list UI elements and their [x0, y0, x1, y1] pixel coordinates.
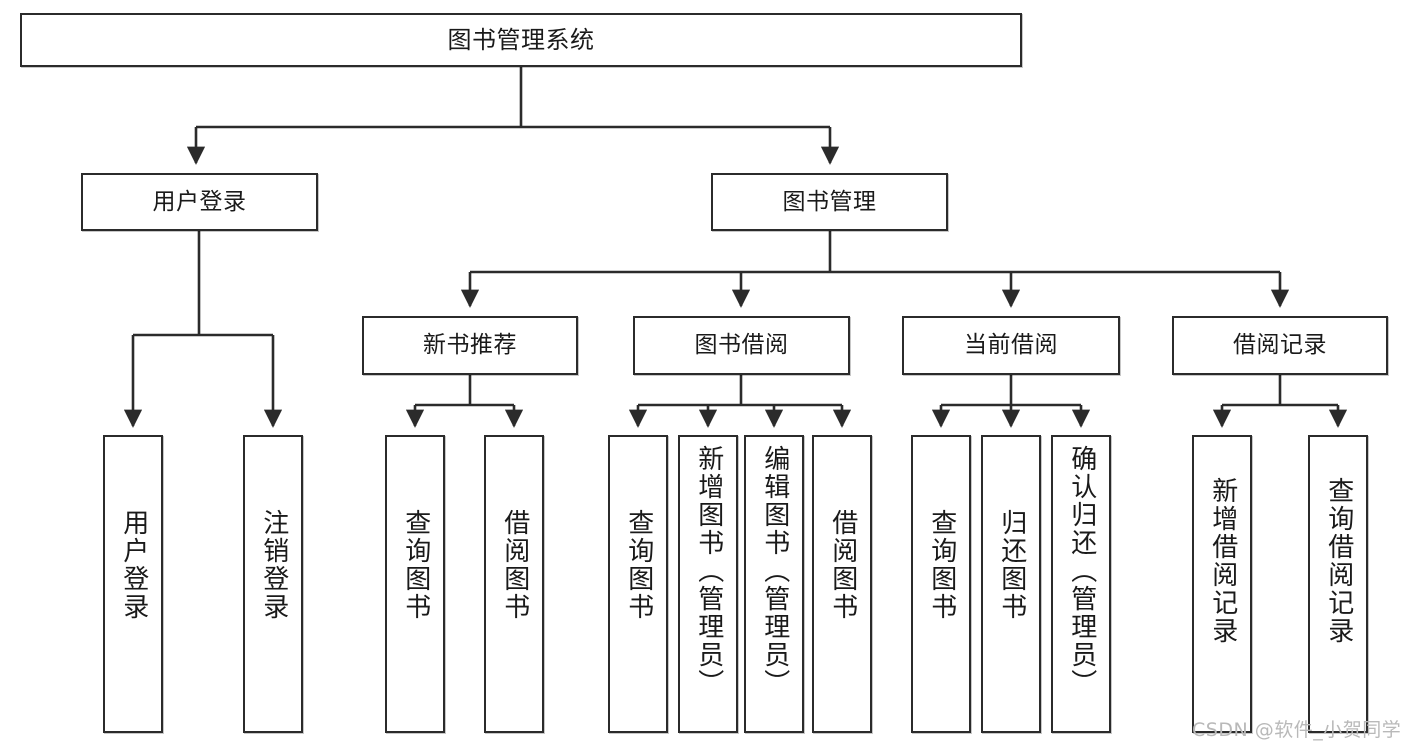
node-label: 新增图书（管理员） — [693, 445, 724, 697]
leaf-add-borrow-record[interactable]: 新增借阅记录 — [1192, 435, 1252, 733]
leaf-borrow-book[interactable]: 借阅图书 — [812, 435, 872, 733]
node-borrow-record[interactable]: 借阅记录 — [1172, 316, 1388, 375]
node-label: 图书管理 — [782, 188, 877, 215]
leaf-edit-book[interactable]: 编辑图书（管理员） — [744, 435, 804, 733]
leaf-query-book-borrow[interactable]: 查询图书 — [608, 435, 668, 733]
node-book-manage[interactable]: 图书管理 — [711, 173, 948, 231]
node-label: 查询借阅记录 — [1323, 477, 1354, 645]
node-label: 归还图书 — [996, 509, 1027, 621]
node-label: 注销登录 — [258, 509, 289, 621]
leaf-return-book[interactable]: 归还图书 — [981, 435, 1041, 733]
node-new-book-recommend[interactable]: 新书推荐 — [362, 316, 578, 375]
node-current-borrow[interactable]: 当前借阅 — [902, 316, 1120, 375]
node-label: 新增借阅记录 — [1207, 477, 1238, 645]
node-root-book-management-system[interactable]: 图书管理系统 — [20, 13, 1022, 67]
node-label: 新书推荐 — [423, 332, 517, 358]
node-label: 查询图书 — [623, 509, 654, 621]
leaf-query-borrow-record[interactable]: 查询借阅记录 — [1308, 435, 1368, 733]
leaf-query-book-current[interactable]: 查询图书 — [911, 435, 971, 733]
node-label: 当前借阅 — [964, 332, 1058, 358]
node-label: 借阅图书 — [499, 509, 530, 621]
node-book-borrow[interactable]: 图书借阅 — [633, 316, 850, 375]
node-label: 编辑图书（管理员） — [759, 445, 790, 697]
leaf-confirm-return[interactable]: 确认归还（管理员） — [1051, 435, 1111, 733]
node-label: 借阅图书 — [827, 509, 858, 621]
leaf-add-book[interactable]: 新增图书（管理员） — [678, 435, 738, 733]
node-label: 用户登录 — [118, 509, 149, 621]
node-label: 查询图书 — [926, 509, 957, 621]
leaf-user-login[interactable]: 用户登录 — [103, 435, 163, 733]
node-label: 图书管理系统 — [447, 26, 595, 54]
csdn-watermark: CSDN @软件_小贺同学 — [1192, 719, 1402, 741]
node-label: 借阅记录 — [1233, 332, 1327, 358]
node-user-login[interactable]: 用户登录 — [81, 173, 318, 231]
node-label: 用户登录 — [152, 188, 247, 215]
node-label: 确认归还（管理员） — [1066, 445, 1097, 697]
leaf-borrow-book-recommend[interactable]: 借阅图书 — [484, 435, 544, 733]
leaf-query-book-recommend[interactable]: 查询图书 — [385, 435, 445, 733]
node-label: 图书借阅 — [694, 332, 789, 358]
leaf-user-logout[interactable]: 注销登录 — [243, 435, 303, 733]
node-label: 查询图书 — [400, 509, 431, 621]
